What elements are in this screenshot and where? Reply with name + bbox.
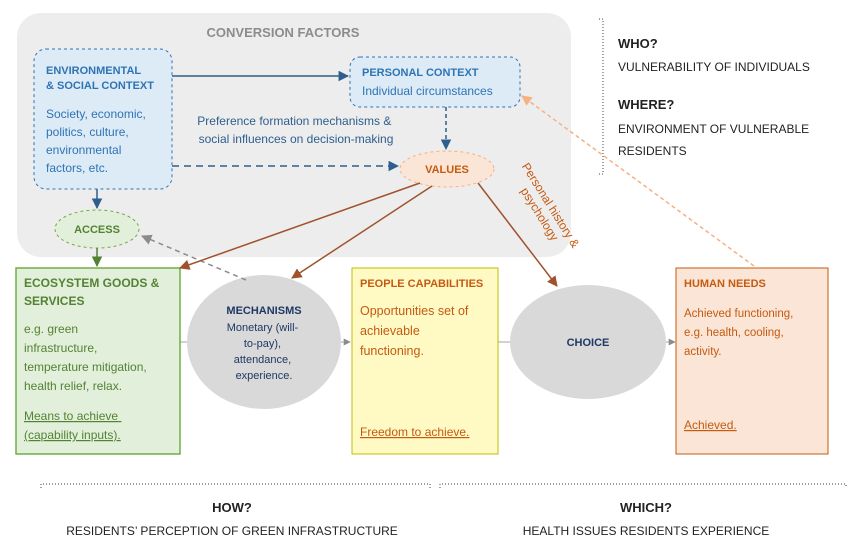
- who-body: VULNERABILITY OF INDIVIDUALS: [618, 60, 810, 74]
- human-needs-title: HUMAN NEEDS: [684, 278, 766, 290]
- which-body: HEALTH ISSUES RESIDENTS EXPERIENCE: [523, 524, 770, 538]
- choice-label: CHOICE: [567, 337, 610, 349]
- env-social-context-title: ENVIRONMENTAL & SOCIAL CONTEXT: [46, 65, 154, 92]
- arrow-values-to-choice: [477, 182, 558, 287]
- ecosystem-goods-body: e.g. green infrastructure, temperature m…: [24, 322, 150, 393]
- how-body: RESIDENTS’ PERCEPTION OF GREEN INFRASTRU…: [66, 524, 398, 538]
- how-title: HOW?: [212, 500, 252, 515]
- human-needs-body: Achieved functioning, e.g. health, cooli…: [684, 308, 797, 358]
- values-label: VALUES: [425, 164, 469, 176]
- where-body: ENVIRONMENT OF VULNERABLE RESIDENTS: [618, 122, 813, 158]
- how-bracket: [40, 483, 431, 488]
- human-needs-box: [675, 267, 829, 455]
- mechanisms-title: MECHANISMS: [226, 305, 301, 317]
- personal-context-body: Individual circumstances: [362, 84, 493, 98]
- env-social-context-body: Society, economic, politics, culture, en…: [46, 107, 149, 175]
- personal-context-box: [349, 56, 521, 108]
- values-node: [399, 150, 495, 188]
- people-capabilities-box: [351, 267, 499, 455]
- who-title: WHO?: [618, 36, 658, 51]
- people-capabilities-footer: Freedom to achieve.: [360, 425, 469, 439]
- arrow-needs-to-personal: [521, 95, 755, 267]
- which-bracket: [439, 483, 847, 488]
- access-label: ACCESS: [74, 224, 120, 236]
- arrow-values-to-mechanisms: [291, 185, 433, 279]
- arrow-mechanisms-to-access: [141, 234, 247, 281]
- who-where-bracket: [599, 18, 604, 175]
- ecosystem-goods-footer: Means to achieve (capability inputs).: [24, 409, 121, 442]
- people-capabilities-body: Opportunities set of achievable function…: [360, 304, 472, 358]
- which-title: WHICH?: [620, 500, 672, 515]
- where-title: WHERE?: [618, 97, 674, 112]
- mechanisms-node: [187, 275, 341, 409]
- preference-formation-label: Preference formation mechanisms & social…: [197, 114, 394, 146]
- choice-node: [510, 285, 666, 399]
- conversion-factors-title: CONVERSION FACTORS: [207, 25, 360, 40]
- human-needs-footer: Achieved.: [684, 418, 737, 432]
- mechanisms-body: Monetary (will- to-pay), attendance, exp…: [227, 322, 302, 382]
- env-social-context-box: [33, 48, 173, 190]
- ecosystem-goods-title: ECOSYSTEM GOODS & SERVICES: [24, 276, 163, 308]
- ecosystem-goods-box: [15, 267, 181, 455]
- arrow-values-to-ecosystem: [179, 182, 421, 270]
- people-capabilities-title: PEOPLE CAPABILITIES: [360, 278, 483, 290]
- personal-context-title: PERSONAL CONTEXT: [362, 67, 479, 79]
